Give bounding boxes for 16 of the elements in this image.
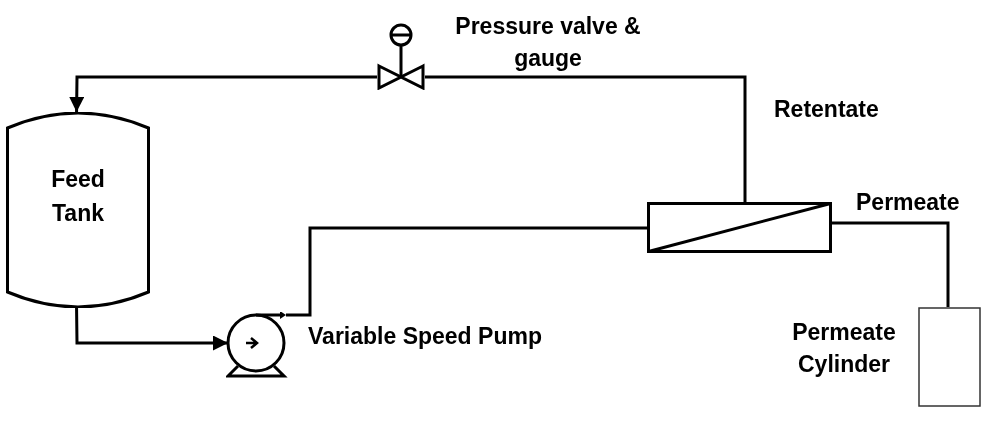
tank-label: Feed Tank <box>50 165 106 228</box>
permeate-cylinder <box>918 307 981 407</box>
feed-tank <box>6 112 150 308</box>
membrane-module <box>647 202 832 253</box>
equipment-label: Pressure valve & gauge <box>454 12 642 73</box>
valve-gauge-symbol <box>376 23 426 90</box>
stream-label: Retentate <box>774 95 879 124</box>
pipe-line <box>425 75 747 202</box>
stream-label: Permeate <box>856 188 960 217</box>
equipment-label: Permeate Cylinder <box>791 318 897 379</box>
pump-symbol <box>226 312 288 379</box>
pipe-line <box>286 226 647 317</box>
flow-arrow <box>75 307 228 351</box>
equipment-label: Variable Speed Pump <box>307 322 543 351</box>
pipe-line <box>832 221 950 307</box>
flow-arrow <box>69 75 377 112</box>
